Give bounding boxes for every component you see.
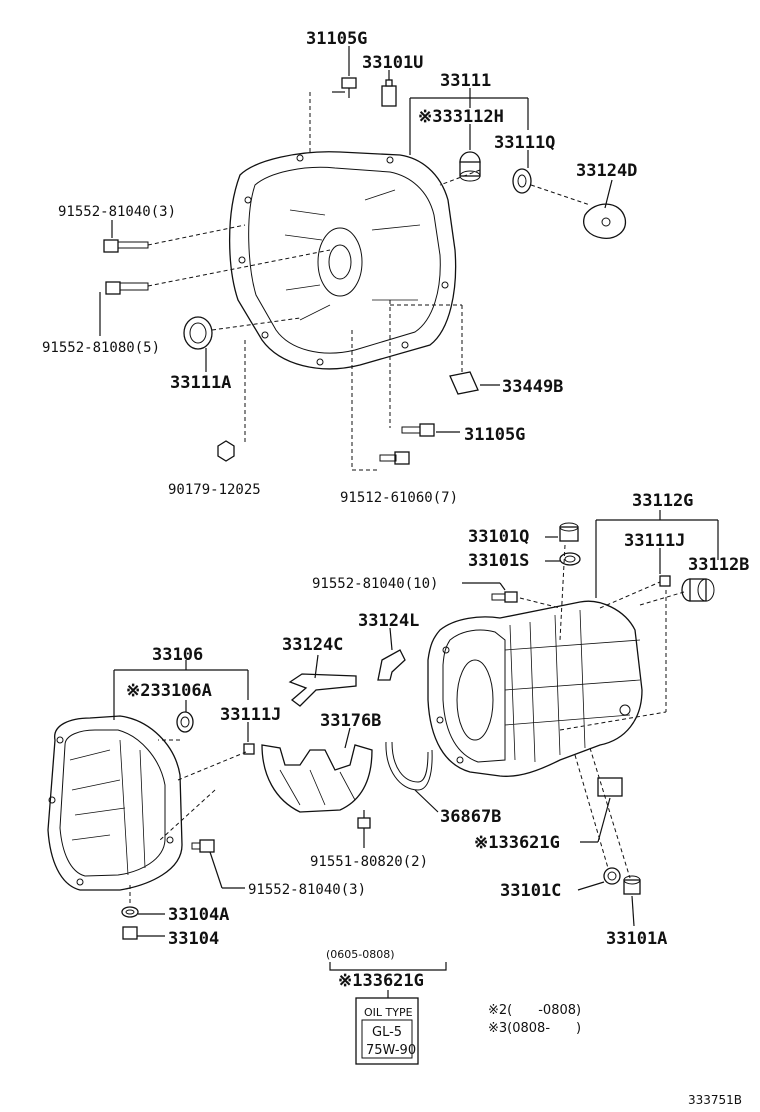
label-33112B: 33112B bbox=[688, 555, 749, 575]
washer-33101S[interactable] bbox=[559, 552, 581, 566]
label-33111J-left: 33111J bbox=[220, 705, 281, 725]
label-91552-81040-3-bot: 91552-81040(3) bbox=[248, 882, 366, 898]
oil-label-box bbox=[355, 997, 419, 1065]
label-33101U: 33101U bbox=[362, 53, 423, 73]
label-91552-81080-5: 91552-81080(5) bbox=[42, 340, 160, 356]
bushing-33112B[interactable] bbox=[681, 578, 715, 602]
oil-type-text: OIL TYPE bbox=[364, 1006, 413, 1019]
bolt-91552-81040-bot[interactable] bbox=[191, 839, 215, 853]
label-33112G: 33112G bbox=[632, 491, 693, 511]
label-33104: 33104 bbox=[168, 929, 219, 949]
date-range: (0605-0808) bbox=[326, 948, 395, 961]
oil-grade: GL-5 bbox=[372, 1025, 402, 1040]
footnotes: ※2( -0808) ※3(0808- ) bbox=[488, 1003, 581, 1036]
label-33111Q: 33111Q bbox=[494, 133, 555, 153]
bolt-91551-80820[interactable] bbox=[357, 810, 371, 829]
label-31105G-top: 31105G bbox=[306, 29, 367, 49]
shift-guide-33176B[interactable] bbox=[261, 744, 373, 813]
seal-33111Q[interactable] bbox=[512, 168, 532, 194]
washer-33104A[interactable] bbox=[121, 906, 139, 918]
bolt-91552-81040-top[interactable] bbox=[103, 239, 149, 253]
bolt-31105G-top[interactable] bbox=[332, 77, 357, 98]
figure-id: 333751B bbox=[688, 1093, 742, 1107]
pin-33111J-left[interactable] bbox=[243, 743, 255, 755]
label-33124D: 33124D bbox=[576, 161, 637, 181]
plug-33101U[interactable] bbox=[381, 79, 397, 107]
snap-ring-36867B[interactable] bbox=[385, 741, 433, 791]
seal-33111A[interactable] bbox=[183, 316, 213, 350]
label-33111A: 33111A bbox=[170, 373, 231, 393]
left-leader-lines bbox=[113, 660, 249, 937]
plug-33104[interactable] bbox=[122, 926, 138, 940]
label-91551-80820-2: 91551-80820(2) bbox=[310, 854, 428, 870]
plug-33101A[interactable] bbox=[623, 875, 641, 895]
oil-label-callout: (0605-0808) ※133621G OIL TYPE GL-5 75W-9… bbox=[326, 948, 447, 1065]
label-33104A: 33104A bbox=[168, 905, 229, 925]
label-91512-61060-7: 91512-61060(7) bbox=[340, 490, 458, 506]
label-33101S: 33101S bbox=[468, 551, 529, 571]
label-33101Q: 33101Q bbox=[468, 527, 529, 547]
footnote-3: ※3(0808- ) bbox=[488, 1021, 581, 1036]
plug-33101C[interactable] bbox=[603, 867, 621, 885]
label-33101A: 33101A bbox=[606, 929, 667, 949]
transmission-case[interactable] bbox=[427, 600, 643, 777]
bushing-33112H[interactable] bbox=[459, 151, 481, 182]
bolt-91552-81040-10[interactable] bbox=[491, 591, 518, 603]
nut-90179-12025[interactable] bbox=[217, 440, 235, 462]
top-leader-lines bbox=[99, 46, 613, 471]
bolt-31105G-mid[interactable] bbox=[401, 423, 435, 437]
bolt-91552-81080[interactable] bbox=[105, 281, 149, 295]
label-33106: 33106 bbox=[152, 645, 203, 665]
label-91552-81040-3-top: 91552-81040(3) bbox=[58, 204, 176, 220]
label-33111: 33111 bbox=[440, 71, 491, 91]
bushing-33106A[interactable] bbox=[176, 711, 194, 733]
footnote-2: ※2( -0808) bbox=[488, 1003, 581, 1018]
label-33176B: 33176B bbox=[320, 711, 381, 731]
label-33106A: ※233106A bbox=[126, 681, 212, 701]
label-90179-12025: 90179-12025 bbox=[168, 482, 261, 498]
label-31105G-mid: 31105G bbox=[464, 425, 525, 445]
label-33112H: ※333112H bbox=[418, 107, 504, 127]
middle-leader-lines bbox=[314, 627, 439, 848]
label-33449B: 33449B bbox=[502, 377, 563, 397]
label-33111J-right: 33111J bbox=[624, 531, 685, 551]
label-33101C: 33101C bbox=[500, 881, 561, 901]
bracket-33124C[interactable] bbox=[288, 673, 357, 707]
label-plate-33621G[interactable] bbox=[597, 777, 623, 797]
label-91552-81040-10: 91552-81040(10) bbox=[312, 576, 438, 592]
label-33124L: 33124L bbox=[358, 611, 419, 631]
bolt-91512-61060[interactable] bbox=[379, 451, 410, 465]
right-leader-lines bbox=[462, 510, 719, 927]
label-36867B: 36867B bbox=[440, 807, 501, 827]
oil-viscosity: 75W-90 bbox=[366, 1043, 416, 1058]
part-labels: 31105G 33101U 33111 ※333112H 33111Q 3312… bbox=[42, 29, 749, 949]
clutch-housing[interactable] bbox=[228, 151, 457, 370]
pin-33111J-right[interactable] bbox=[659, 575, 671, 587]
label-33621G: ※133621G bbox=[474, 833, 560, 853]
bracket-33124L[interactable] bbox=[377, 649, 406, 681]
plate-33124D[interactable] bbox=[583, 203, 627, 239]
callout-part: ※133621G bbox=[338, 971, 424, 991]
pad-33449B[interactable] bbox=[449, 371, 479, 395]
label-33124C: 33124C bbox=[282, 635, 343, 655]
plug-33101Q[interactable] bbox=[559, 522, 579, 542]
extension-housing[interactable] bbox=[47, 715, 183, 891]
